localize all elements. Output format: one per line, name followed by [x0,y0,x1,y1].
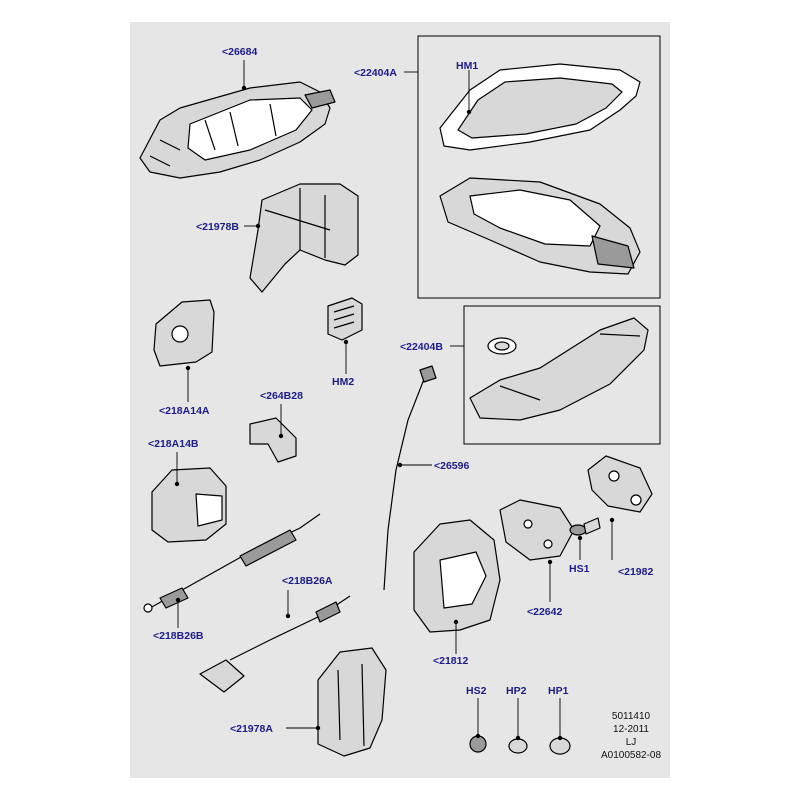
group-box-22404a [417,35,661,299]
part-22404b-handle[interactable] [469,317,649,421]
part-hp2-plug[interactable] [508,738,528,754]
part-hs1-screw[interactable] [569,517,601,536]
part-218a14a-cap[interactable] [153,299,215,367]
callout-hp1[interactable]: HP1 [548,685,569,697]
part-21978b-handle-cover[interactable] [249,183,359,293]
part-218b26b-cable[interactable] [143,513,321,613]
callout-218b26b[interactable]: <218B26B [153,630,204,642]
callout-22404a[interactable]: <22404A [354,67,397,79]
reference-illustration-id: A0100582-08 [600,750,662,761]
part-22404a-exterior-handle[interactable] [439,177,641,275]
reference-code: LJ [625,737,637,748]
leader-lines [174,60,615,741]
reference-number: 5011410 [611,711,651,722]
reference-block: 5011410 12-2011 LJ A0100582-08 [586,710,676,762]
callout-26596[interactable]: <26596 [434,460,470,472]
callout-hs2[interactable]: HS2 [466,685,487,697]
part-hm1-gasket[interactable] [439,63,641,151]
callout-22404b[interactable]: <22404B [400,341,443,353]
callout-hm2[interactable]: HM2 [332,376,355,388]
callout-hm1[interactable]: HM1 [456,60,479,72]
callout-26684[interactable]: <26684 [222,46,258,58]
part-hs2-bolt[interactable] [469,735,487,753]
part-26596-rod[interactable] [383,365,437,591]
callout-hs1[interactable]: HS1 [569,563,590,575]
part-21812-latch[interactable] [413,519,501,633]
reference-date: 12-2011 [613,724,649,735]
part-21982-striker[interactable] [587,455,653,513]
part-218b26a-cable[interactable] [199,595,351,693]
callout-22642[interactable]: <22642 [527,606,563,618]
callout-21812[interactable]: <21812 [433,655,469,667]
group-box-22404b [463,305,661,445]
part-hm2-clip[interactable] [327,297,363,341]
callout-21978a[interactable]: <21978A [230,723,273,735]
callout-21982[interactable]: <21982 [618,566,654,578]
callout-21978b[interactable]: <21978B [196,221,239,233]
part-26684-handle-bracket[interactable] [139,81,336,179]
part-22642-plate[interactable] [499,499,575,561]
part-hp1-plug[interactable] [549,737,571,755]
part-21978a-actuator[interactable] [317,647,387,757]
callout-218b26a[interactable]: <218B26A [282,575,333,587]
callout-264b28[interactable]: <264B28 [260,390,303,402]
callout-218a14a[interactable]: <218A14A [159,405,210,417]
callout-hp2[interactable]: HP2 [506,685,527,697]
part-218a14b-housing[interactable] [151,467,227,543]
part-264b28-bracket[interactable] [249,417,297,463]
callout-218a14b[interactable]: <218A14B [148,438,199,450]
